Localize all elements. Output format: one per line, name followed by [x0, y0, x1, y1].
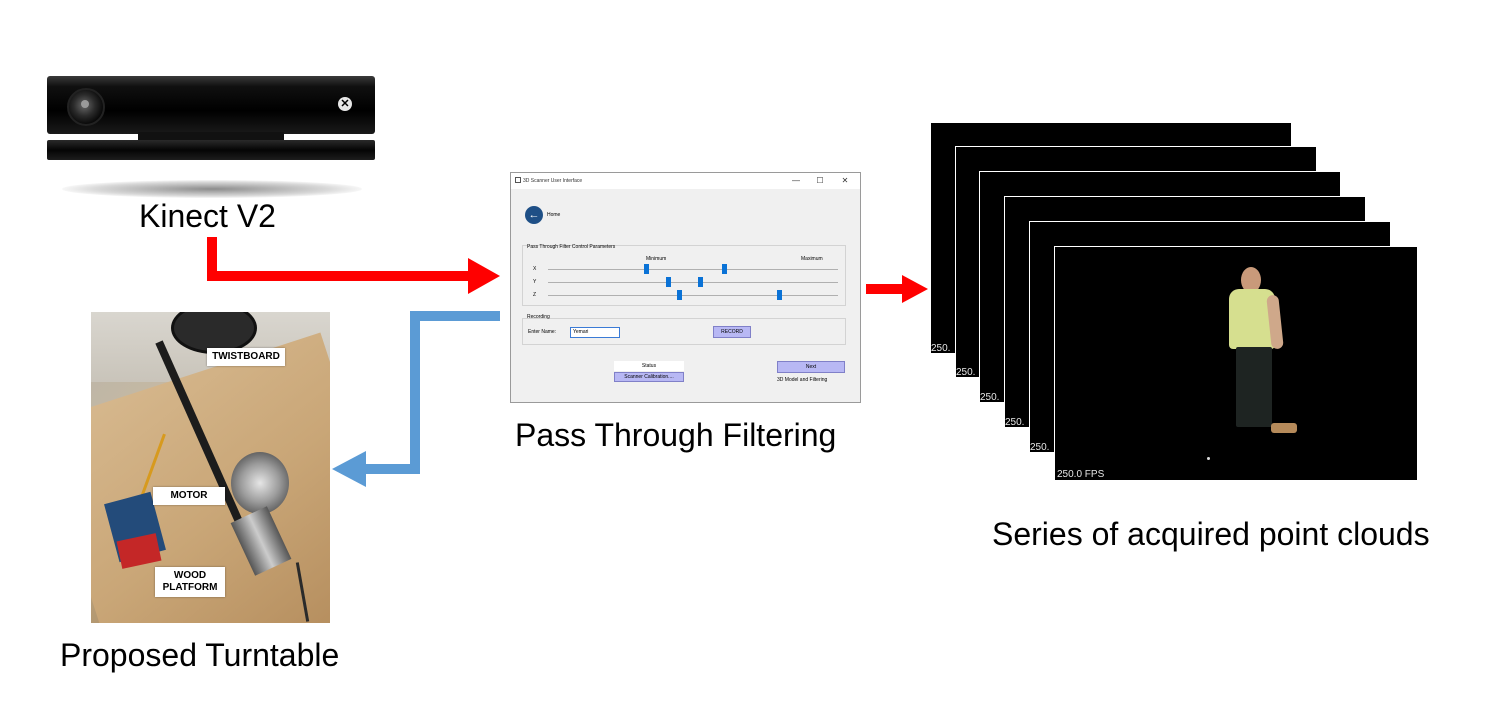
recording-group-title: Recording — [527, 314, 550, 320]
z-max-thumb[interactable] — [777, 290, 782, 300]
turntable-arrow-head — [332, 451, 366, 487]
stray-point — [1207, 457, 1210, 460]
turntable-arrow-horizontal-top — [410, 311, 500, 321]
motor — [231, 452, 289, 514]
cloud-arrow-shaft — [866, 284, 904, 294]
turntable-photo: TWISTBOARD MOTOR WOOD PLATFORM — [91, 312, 330, 623]
y-min-thumb[interactable] — [666, 277, 671, 287]
x-max-thumb[interactable] — [722, 264, 727, 274]
back-arrow-icon[interactable]: ← — [525, 206, 543, 224]
twistboard-label: TWISTBOARD — [207, 348, 285, 366]
frame-label-2: 250. — [956, 367, 976, 378]
wood-platform-label: WOOD PLATFORM — [155, 567, 225, 597]
kinect-arrow-vertical — [207, 237, 217, 281]
person-head — [1241, 267, 1261, 293]
kinect-lens-center — [81, 100, 89, 108]
x-slider-track[interactable] — [548, 269, 838, 270]
axis-x-label: X — [533, 266, 537, 272]
z-min-thumb[interactable] — [677, 290, 682, 300]
next-caption: 3D Model and Filtering — [777, 377, 828, 383]
kinect-arrow-head — [468, 258, 500, 294]
wood-label-line1: WOOD — [173, 570, 207, 581]
axis-y-label: Y — [533, 279, 537, 285]
status-label: Status — [614, 361, 684, 371]
twistboard-wheel — [171, 312, 257, 354]
frame-label-1: 250. — [931, 343, 951, 354]
turntable-arrow-horizontal-bottom — [364, 464, 420, 474]
person-feet — [1271, 423, 1297, 433]
next-button[interactable]: Next — [777, 361, 845, 373]
point-clouds-caption: Series of acquired point clouds — [992, 516, 1430, 552]
turntable-arrow-vertical — [410, 311, 420, 474]
kinect-arrow-horizontal — [207, 271, 469, 281]
maximum-label: Maximum — [801, 256, 823, 262]
close-button[interactable]: ✕ — [841, 176, 849, 185]
turntable-caption: Proposed Turntable — [60, 637, 340, 673]
y-slider-track[interactable] — [548, 282, 838, 283]
cloud-arrow-head — [902, 275, 928, 303]
filter-group — [522, 245, 846, 306]
axis-z-label: Z — [533, 292, 537, 298]
kinect-stand — [47, 140, 375, 160]
fps-label: 250.0 FPS — [1057, 469, 1105, 480]
record-button[interactable]: RECORD — [713, 326, 751, 338]
frame-label-5: 250. — [1030, 442, 1050, 453]
frame-label-4: 250. — [1005, 417, 1025, 428]
person-legs — [1236, 347, 1272, 427]
gui-caption: Pass Through Filtering — [515, 417, 837, 453]
maximize-button[interactable]: ☐ — [816, 176, 824, 185]
scanner-calibration-button[interactable]: Scanner Calibration.... — [614, 372, 684, 382]
scanner-window: 3D Scanner User Interface — ☐ ✕ ← Home P… — [510, 172, 861, 403]
app-icon — [515, 177, 521, 183]
z-slider-track[interactable] — [548, 295, 838, 296]
kinect-neck — [138, 132, 284, 142]
wood-label-line2: PLATFORM — [162, 582, 218, 593]
kinect-caption: Kinect V2 — [139, 198, 276, 234]
home-label: Home — [547, 212, 561, 218]
motor-label: MOTOR — [153, 487, 225, 505]
minimum-label: Minimum — [646, 256, 667, 262]
filter-group-title: Pass Through Filter Control Parameters — [527, 244, 616, 250]
minimize-button[interactable]: — — [792, 176, 800, 185]
y-max-thumb[interactable] — [698, 277, 703, 287]
name-input[interactable]: Yemari — [570, 327, 620, 338]
window-title: 3D Scanner User Interface — [523, 178, 583, 184]
window-titlebar: 3D Scanner User Interface — ☐ ✕ — [511, 173, 860, 189]
name-field-label: Enter Name: — [528, 329, 557, 335]
x-min-thumb[interactable] — [644, 264, 649, 274]
xbox-logo-icon: ✕ — [338, 97, 352, 111]
point-cloud-frame-6: 250.0 FPS — [1054, 246, 1418, 481]
frame-label-3: 250. — [980, 392, 1000, 403]
recording-group — [522, 318, 846, 345]
kinect-shadow — [62, 180, 362, 198]
